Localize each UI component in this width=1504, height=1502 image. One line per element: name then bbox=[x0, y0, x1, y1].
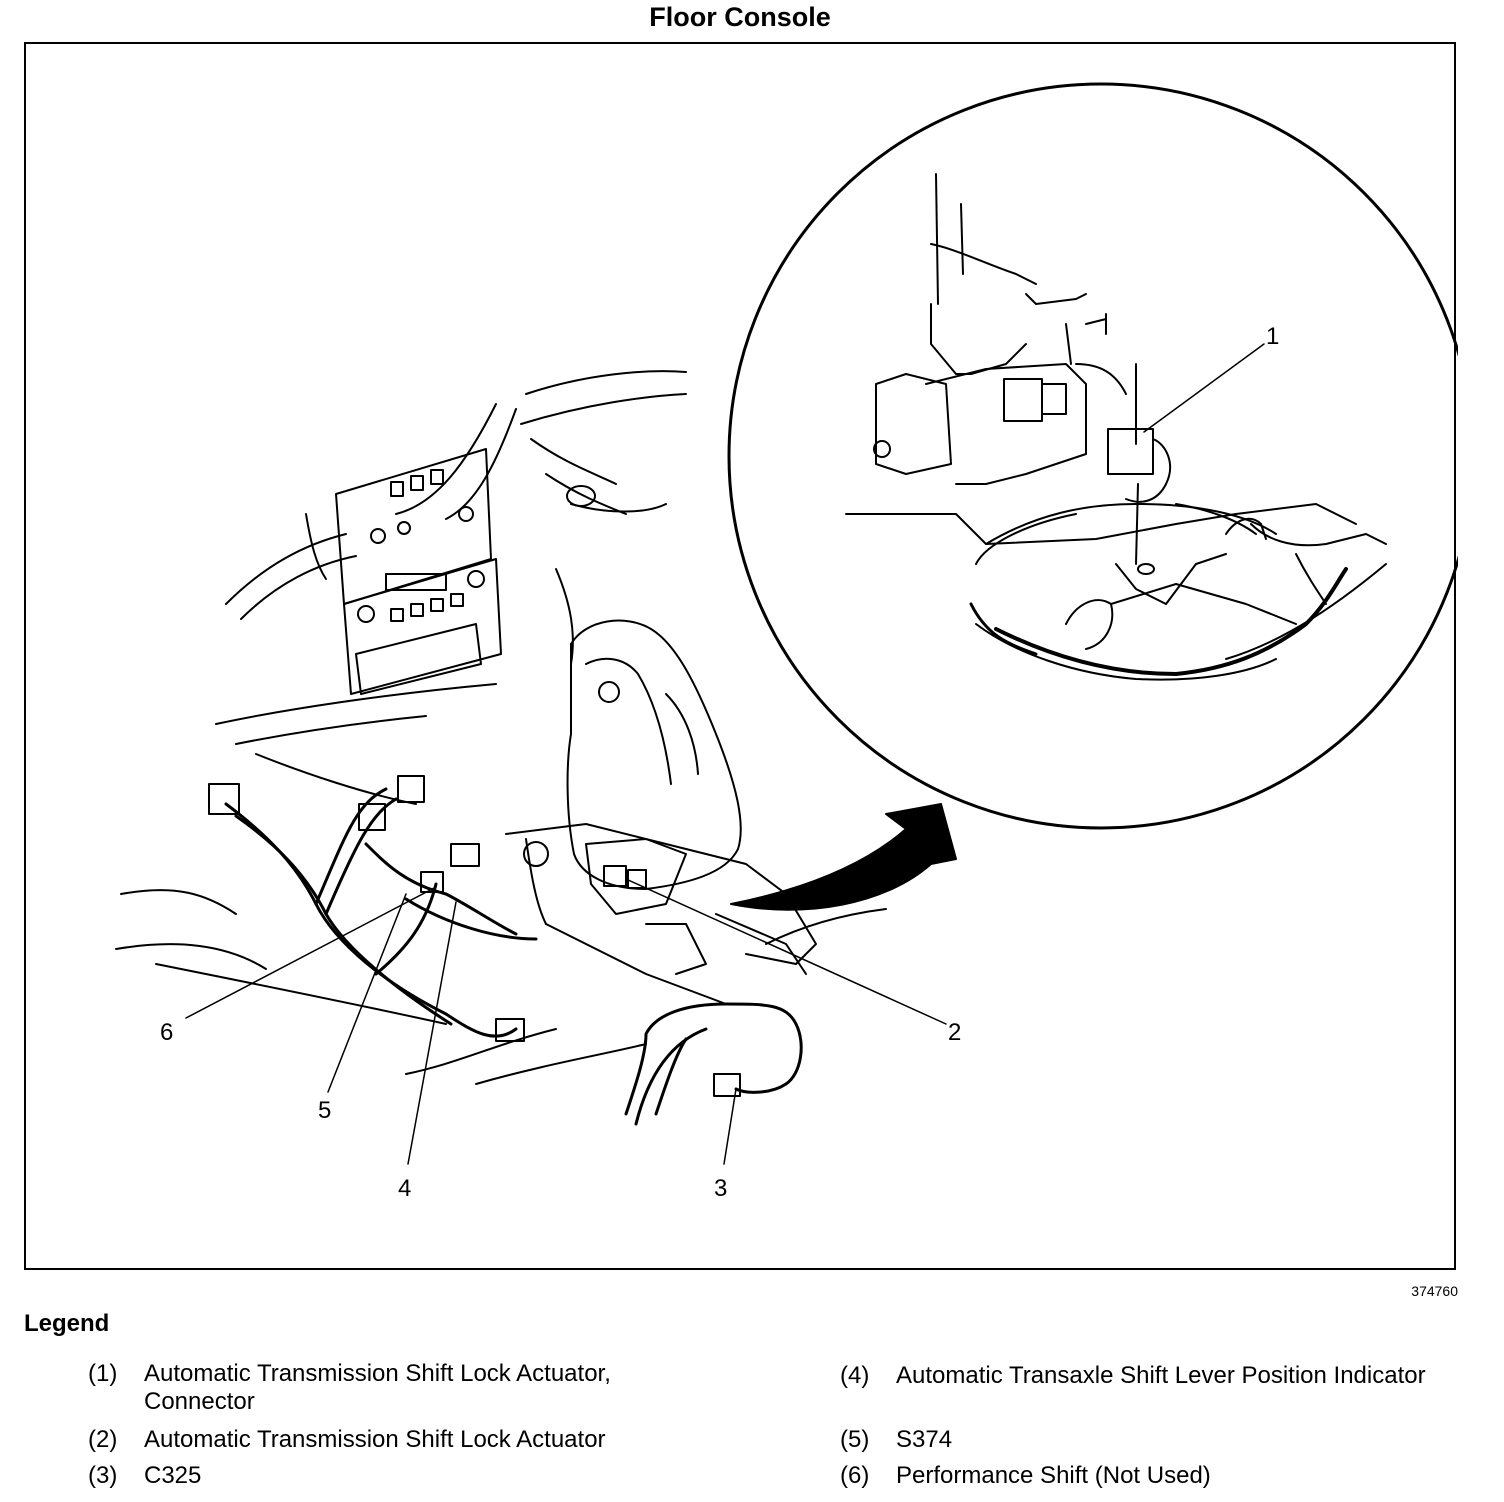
floor-outline bbox=[115, 889, 887, 1085]
center-stack bbox=[335, 448, 502, 695]
legend-number: (5) bbox=[840, 1426, 870, 1453]
legend-number: (6) bbox=[840, 1462, 870, 1489]
legend-number: (1) bbox=[88, 1360, 118, 1387]
legend-text: Automatic Transaxle Shift Lever Position… bbox=[896, 1362, 1426, 1389]
legend-text: Automatic Transmission Shift Lock Actuat… bbox=[144, 1426, 606, 1453]
page-title: Floor Console bbox=[649, 2, 831, 32]
floor-console-illustration: 1 2 3 4 5 6 bbox=[115, 82, 1458, 1202]
callout-2: 2 bbox=[948, 1019, 961, 1046]
legend-text: Automatic Transmission Shift Lock Actuat… bbox=[144, 1360, 611, 1415]
legend-text: C325 bbox=[144, 1462, 202, 1489]
dashboard-outline bbox=[215, 370, 687, 805]
legend-text: Performance Shift (Not Used) bbox=[896, 1462, 1211, 1489]
detail-arrow bbox=[730, 803, 957, 911]
legend-text: S374 bbox=[896, 1426, 953, 1453]
callout-6: 6 bbox=[160, 1019, 173, 1046]
shifter-assembly bbox=[505, 619, 817, 1005]
diagram-frame: 1 2 3 4 5 6 bbox=[24, 42, 1458, 1270]
detail-circle bbox=[727, 82, 1458, 830]
legend-heading: Legend bbox=[24, 1310, 110, 1337]
legend-number: (3) bbox=[88, 1462, 118, 1489]
callout-labels: 1 2 3 4 5 6 bbox=[160, 323, 1279, 1202]
detail-view bbox=[845, 173, 1387, 681]
callout-5: 5 bbox=[318, 1097, 331, 1124]
harness-connectors bbox=[208, 775, 741, 1097]
callout-4: 4 bbox=[398, 1175, 411, 1202]
leader-lines bbox=[185, 343, 1265, 1165]
callout-3: 3 bbox=[714, 1175, 727, 1202]
wiring-harness bbox=[224, 787, 803, 1126]
figure-id: 374760 bbox=[1411, 1283, 1458, 1299]
legend-number: (4) bbox=[840, 1362, 870, 1389]
legend-number: (2) bbox=[88, 1426, 118, 1453]
callout-1: 1 bbox=[1266, 323, 1279, 350]
